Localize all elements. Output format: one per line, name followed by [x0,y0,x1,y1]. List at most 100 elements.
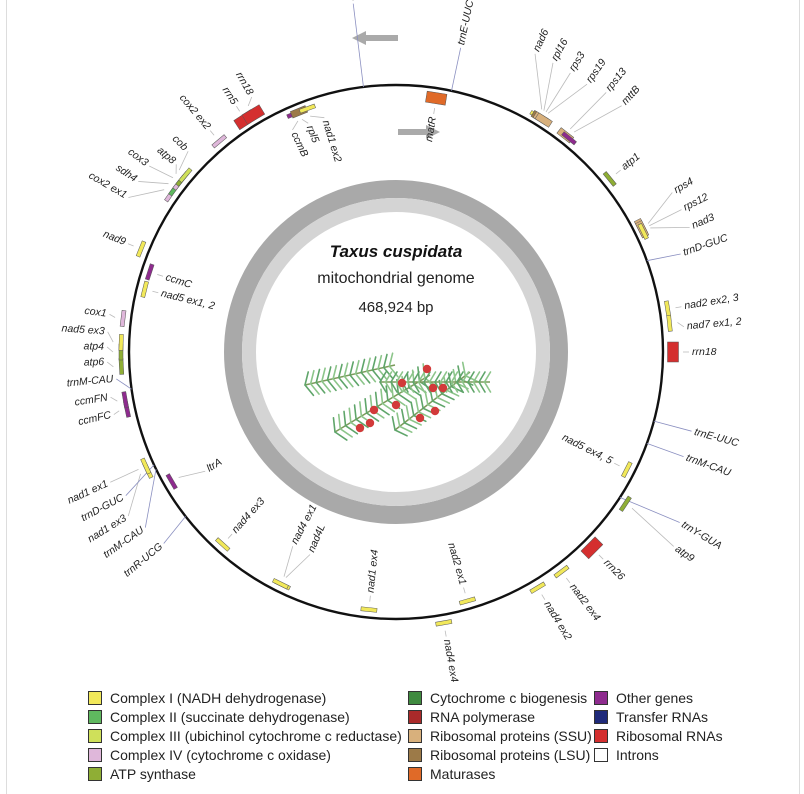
leader-line [543,62,554,111]
legend-label: Complex II (succinate dehydrogenase) [110,709,350,725]
leader-line [144,468,157,528]
gene-label: cox2 ex2 [177,92,213,132]
leader-line [650,226,690,229]
gene-label: nad4 ex2 [541,599,574,642]
gene-label: atp1 [619,151,642,173]
leader-line [106,346,114,353]
yew-berry [438,383,448,393]
gene-label: nad2 ex4 [567,581,603,623]
gene-label: atp9 [673,543,697,565]
legend-label: Ribosomal RNAs [616,728,723,744]
gene-ltra: ltrA [165,456,224,490]
gene-block [580,536,604,560]
gene-trnr-ucg: trnR-UCG [121,516,186,580]
gene-block [140,457,152,475]
leader-line [178,151,189,171]
leader-line [292,120,299,131]
leader-line [545,72,571,113]
gene-rrn26: rrn26 [580,536,627,583]
leader-line [598,554,604,560]
gene-label: ltrA [204,456,224,475]
legend: Complex I (NADH dehydrogenase) Complex II… [88,690,728,790]
leader-line [116,378,132,390]
gene-nad2-ex1: nad2 ex1 [445,541,476,606]
leader-line [614,462,620,467]
gene-label: ccmFN [74,391,109,408]
gene-label: rrn26 [601,557,627,583]
gene-label: cox3 [126,146,151,169]
gene-block [298,103,316,114]
gene-label: nad5 ex3 [61,322,105,337]
gene-block [435,619,453,627]
legend-swatch [408,729,422,743]
legend-item: Ribosomal proteins (SSU) [408,728,592,744]
leader-line [247,96,253,107]
yew-berry [415,413,425,423]
legend-item: Complex I (NADH dehydrogenase) [88,690,326,706]
legend-item: Ribosomal RNAs [594,728,723,744]
gene-label: rpl5 [304,124,322,145]
gene-label: atp4 [84,340,105,352]
gene-label: trnM-CAU [66,373,114,389]
leader-line [227,533,233,539]
gene-features: trnW-CCA-cptrnE-UUCmatRnad6rpl16rps3rps1… [61,0,742,683]
leader-line [573,105,622,133]
leader-line [352,3,364,88]
leader-line [369,595,371,602]
leader-line [547,83,588,114]
gene-label: rrn18 [692,346,717,358]
legend-item: Complex III (ubichinol cytochrome c redu… [88,728,402,744]
leader-line [619,497,680,523]
gene-trnw-cca-cp: trnW-CCA-cp [340,0,364,88]
legend-swatch [88,710,102,724]
gene-block [425,90,448,106]
legend-swatch [408,767,422,781]
yew-berry [369,405,379,415]
gene-block [121,391,129,409]
gene-nad4-ex4: nad4 ex4 [435,619,460,683]
gene-block [621,461,633,478]
legend-item: Cytochrome c biogenesis [408,690,587,706]
gene-label: nad5 ex1, 2 [160,287,216,312]
leader-line [565,577,571,584]
legend-swatch [594,748,608,762]
legend-label: Maturases [430,766,496,782]
legend-label: Complex III (ubichinol cytochrome c redu… [110,728,402,744]
gene-label: nad4 ex4 [441,638,460,683]
gene-label: nad2 ex2, 3 [683,292,739,312]
gene-rrn18: rrn18 [667,341,717,363]
leader-line [127,243,134,247]
leader-line [106,361,114,368]
gene-trny-gua: trnY-GUA [619,497,724,552]
leader-line [110,468,139,483]
leader-line [109,313,116,318]
gene-label: rps3 [567,50,588,74]
legend-swatch [88,767,102,781]
gene-label: nad1 ex2 [320,119,344,164]
leader-line [128,189,165,198]
gene-ccmc: ccmC [144,263,194,291]
genome-size: 468,924 bp [358,299,433,316]
gene-nad5-ex4-5: nad5 ex4, 5 [560,431,633,478]
gene-nad4-ex3: nad4 ex3 [215,495,267,552]
leader-line [541,594,546,600]
legend-label: Cytochrome c biogenesis [430,690,588,706]
gene-mttb: mttB [561,83,643,146]
gene-nad2-ex2-3: nad2 ex2, 3 [664,292,740,318]
gene-label: nad6 [531,27,552,53]
gene-label: nad9 [101,228,127,248]
gc-ring [224,180,568,524]
legend-swatch [88,748,102,762]
leader-line [649,209,682,227]
gc-outer-band [224,180,568,524]
gene-block [667,341,679,363]
gene-block [561,131,577,146]
gene-label: mttB [619,83,642,107]
gene-label: rps19 [584,57,609,85]
leader-line [433,107,436,115]
legend-item: Complex IV (cytochrome c oxidase) [88,747,331,763]
gene-block [529,581,546,594]
leader-line [110,396,118,402]
gene-trnd-guc: trnD-GUC [646,232,730,262]
